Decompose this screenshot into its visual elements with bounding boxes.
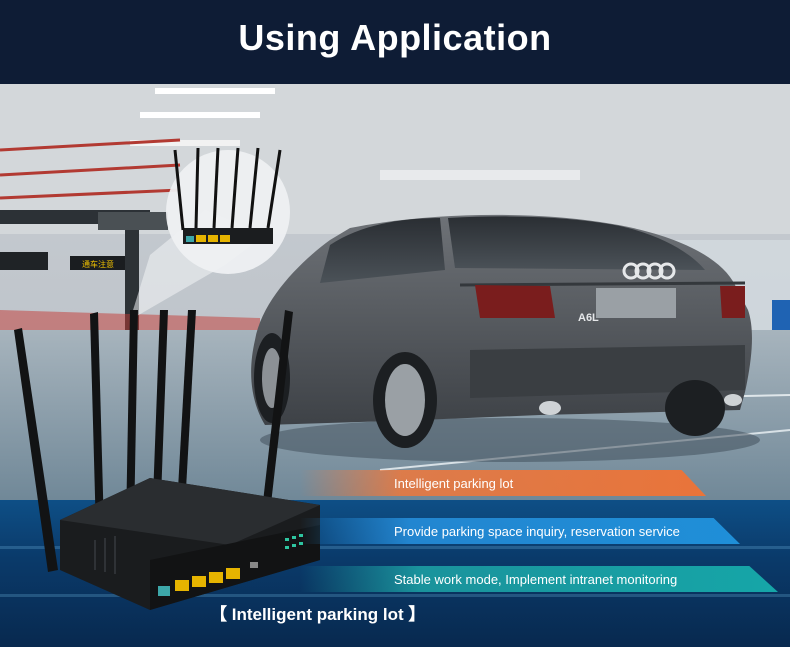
router-antennas — [14, 310, 293, 572]
ceiling-lights — [130, 88, 580, 180]
feature-banner-3-text: Stable work mode, Implement intranet mon… — [394, 571, 678, 587]
router-vents — [94, 536, 116, 574]
router-device — [14, 310, 320, 610]
wall-sign — [70, 256, 126, 270]
feature-banner-2: Provide parking space inquiry, reservati… — [300, 518, 740, 544]
router-ports — [158, 562, 258, 596]
feature-banner-2-text: Provide parking space inquiry, reservati… — [394, 523, 680, 539]
feature-banner-3: Stable work mode, Implement intranet mon… — [300, 566, 778, 592]
parking-garage-scene: 通车注意 — [0, 84, 790, 504]
car-model-badge: A6L — [578, 312, 599, 324]
router-zoomed — [173, 147, 282, 244]
ceiling-pipes — [0, 138, 181, 200]
page-title: Using Application — [238, 17, 552, 58]
feature-banner-1: Intelligent parking lot — [300, 470, 706, 496]
header-bar: Using Application — [0, 0, 790, 84]
scene-caption: 【 Intelligent parking lot 】 — [210, 605, 426, 624]
car: A6L — [251, 214, 760, 462]
wall-sign-left — [0, 252, 48, 270]
feature-banner-1-text: Intelligent parking lot — [394, 475, 514, 491]
wall-sign-text: 通车注意 — [82, 259, 114, 269]
ceiling — [0, 84, 790, 234]
car-logo — [622, 262, 676, 280]
ceiling-sign-box — [98, 212, 168, 230]
